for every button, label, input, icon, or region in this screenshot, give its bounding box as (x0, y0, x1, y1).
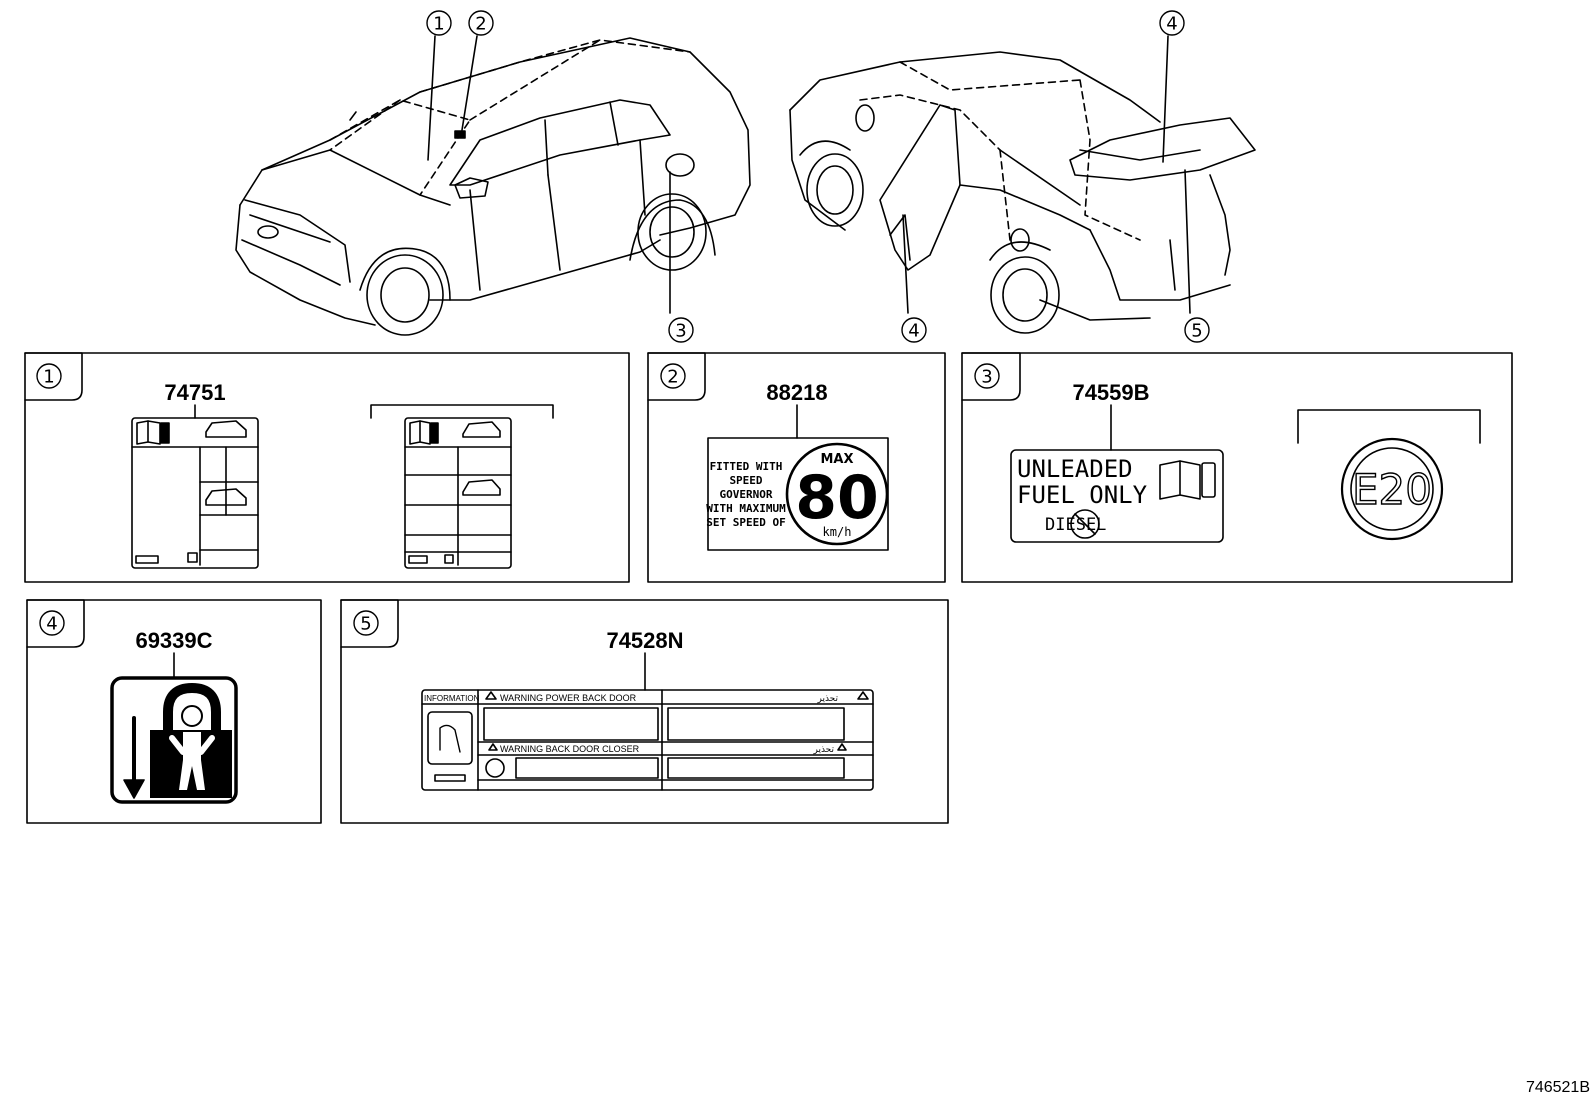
back-door-arabic-2: تحذير (812, 745, 834, 755)
fuel-label-line-2: FUEL ONLY (1017, 481, 1148, 509)
panel-2-frame (647, 352, 946, 583)
part-number-74528N: 74528N (606, 628, 683, 653)
callout-3-bottom: 3 (675, 321, 686, 342)
rear-vehicle-illustration (789, 51, 1256, 334)
back-door-arabic-1: تحذير (816, 694, 838, 704)
panel-4-frame (26, 599, 322, 824)
part-number-69339C: 69339C (135, 628, 212, 653)
speed-label-line-5: SET SPEED OF (706, 516, 785, 529)
speed-label-line-1: FITTED WITH (710, 460, 783, 473)
speed-max-text: MAX (820, 452, 853, 467)
fuel-label-line-1: UNLEADED (1017, 455, 1133, 483)
callout-5-bottom: 5 (1191, 321, 1202, 342)
fuel-label-diesel: DIESEL (1045, 515, 1106, 535)
panel-1-frame (24, 352, 630, 583)
speed-label-line-4: WITH MAXIMUM (706, 502, 786, 515)
panel-2-index: 2 (667, 367, 678, 388)
panel-4-index: 4 (46, 614, 57, 635)
back-door-info-text: INFORMATION (424, 694, 480, 703)
panel-5-index: 5 (360, 614, 371, 635)
e20-mark-text: E20 (1352, 465, 1432, 514)
panel-3-index: 3 (981, 367, 992, 388)
callout-4-bottom: 4 (908, 321, 919, 342)
speed-unit-text: km/h (823, 525, 852, 539)
speed-label-line-2: SPEED (729, 474, 762, 487)
callout-2-top: 2 (475, 14, 486, 35)
part-number-74559B: 74559B (1072, 380, 1149, 405)
front-vehicle-illustration (235, 37, 751, 336)
back-door-warning-1: WARNING POWER BACK DOOR (500, 693, 637, 703)
callout-4-top: 4 (1166, 14, 1177, 35)
speed-label-line-3: GOVERNOR (720, 488, 773, 501)
back-door-warning-2: WARNING BACK DOOR CLOSER (500, 744, 640, 754)
part-number-88218: 88218 (766, 380, 827, 405)
diagram-id: 746521B (1526, 1079, 1590, 1096)
part-number-74751: 74751 (164, 380, 225, 405)
panel-5-frame (340, 599, 949, 824)
speed-value-text: 80 (795, 463, 879, 533)
panel-3-frame (961, 352, 1513, 583)
callout-1-top: 1 (433, 14, 444, 35)
panel-1-index: 1 (43, 367, 54, 388)
